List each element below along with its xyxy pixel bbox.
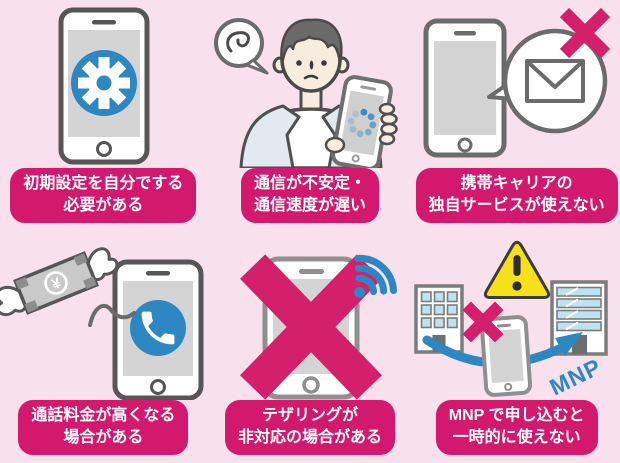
caption-line-1: MNP で申し込むと [448, 406, 585, 424]
caption-line-2: 通信速度が遅い [253, 197, 366, 215]
warning-triangle-icon [484, 240, 551, 299]
gear-icon [77, 56, 130, 109]
panel-no-carrier-services: 携帯キャリアの 独自サービスが使えない [413, 0, 620, 231]
call-icon [141, 311, 175, 344]
panel-call-charges: ¥ 通話料金が高くなる 場合がある [0, 231, 207, 463]
panel-no-tethering: テザリングが 非対応の場合がある [207, 231, 414, 463]
caption-line-1: 通信が不安定・ [253, 174, 366, 192]
mnp-text: MNP [546, 353, 606, 400]
caption-line-2: 必要がある [63, 197, 144, 215]
caption-call-charges: 通話料金が高くなる 場合がある [18, 399, 189, 455]
speech-bubble-icon [213, 17, 268, 75]
loading-spinner-icon [347, 108, 376, 137]
panel-initial-setup: 初期設定を自分でする 必要がある [0, 0, 207, 231]
caption-line-2: 一時的に使えない [452, 429, 581, 447]
caption-line-1: 初期設定を自分でする [23, 174, 184, 192]
caption-line-1: テザリングが [261, 406, 358, 424]
smartphone-crossed-wifi-icon [207, 237, 414, 400]
hand [324, 102, 398, 153]
mnp-transfer-blocked-icon: MNP [413, 232, 620, 400]
caption-mnp-downtime: MNP で申し込むと 一時的に使えない [435, 399, 598, 455]
swirl-icon [225, 30, 250, 53]
caption-line-2: 非対応の場合がある [237, 429, 382, 447]
smartphone-mail-crossed-icon [413, 5, 620, 168]
loading-phone [330, 74, 393, 171]
smartphone-money-flying-icon: ¥ [0, 237, 207, 401]
person-loading-phone-icon [207, 5, 414, 171]
caption-unstable-connection: 通信が不安定・ 通信速度が遅い [240, 167, 379, 223]
caption-line-1: 携帯キャリアの [460, 174, 573, 192]
cross-icon [560, 7, 611, 58]
panel-unstable-connection: 通信が不安定・ 通信速度が遅い [207, 0, 414, 231]
smartphone-gear-icon [0, 5, 207, 168]
winged-money-icon: ¥ [0, 247, 119, 316]
caption-line-2: 場合がある [63, 429, 144, 447]
caption-no-tethering: テザリングが 非対応の場合がある [224, 399, 395, 455]
caption-line-1: 通話料金が高くなる [31, 406, 176, 424]
panel-mnp-downtime: MNP MNP で申し込むと 一時的に使えない [413, 231, 620, 463]
envelope-icon [525, 58, 586, 103]
caption-line-2: 独自サービスが使えない [428, 197, 605, 215]
cross-icon [462, 301, 504, 343]
motion-squiggle [87, 303, 136, 327]
caption-initial-setup: 初期設定を自分でする 必要がある [10, 167, 197, 223]
wifi-icon [353, 254, 397, 298]
cross-icon [239, 253, 382, 400]
caption-no-carrier-services: 携帯キャリアの 独自サービスが使えない [415, 167, 618, 223]
